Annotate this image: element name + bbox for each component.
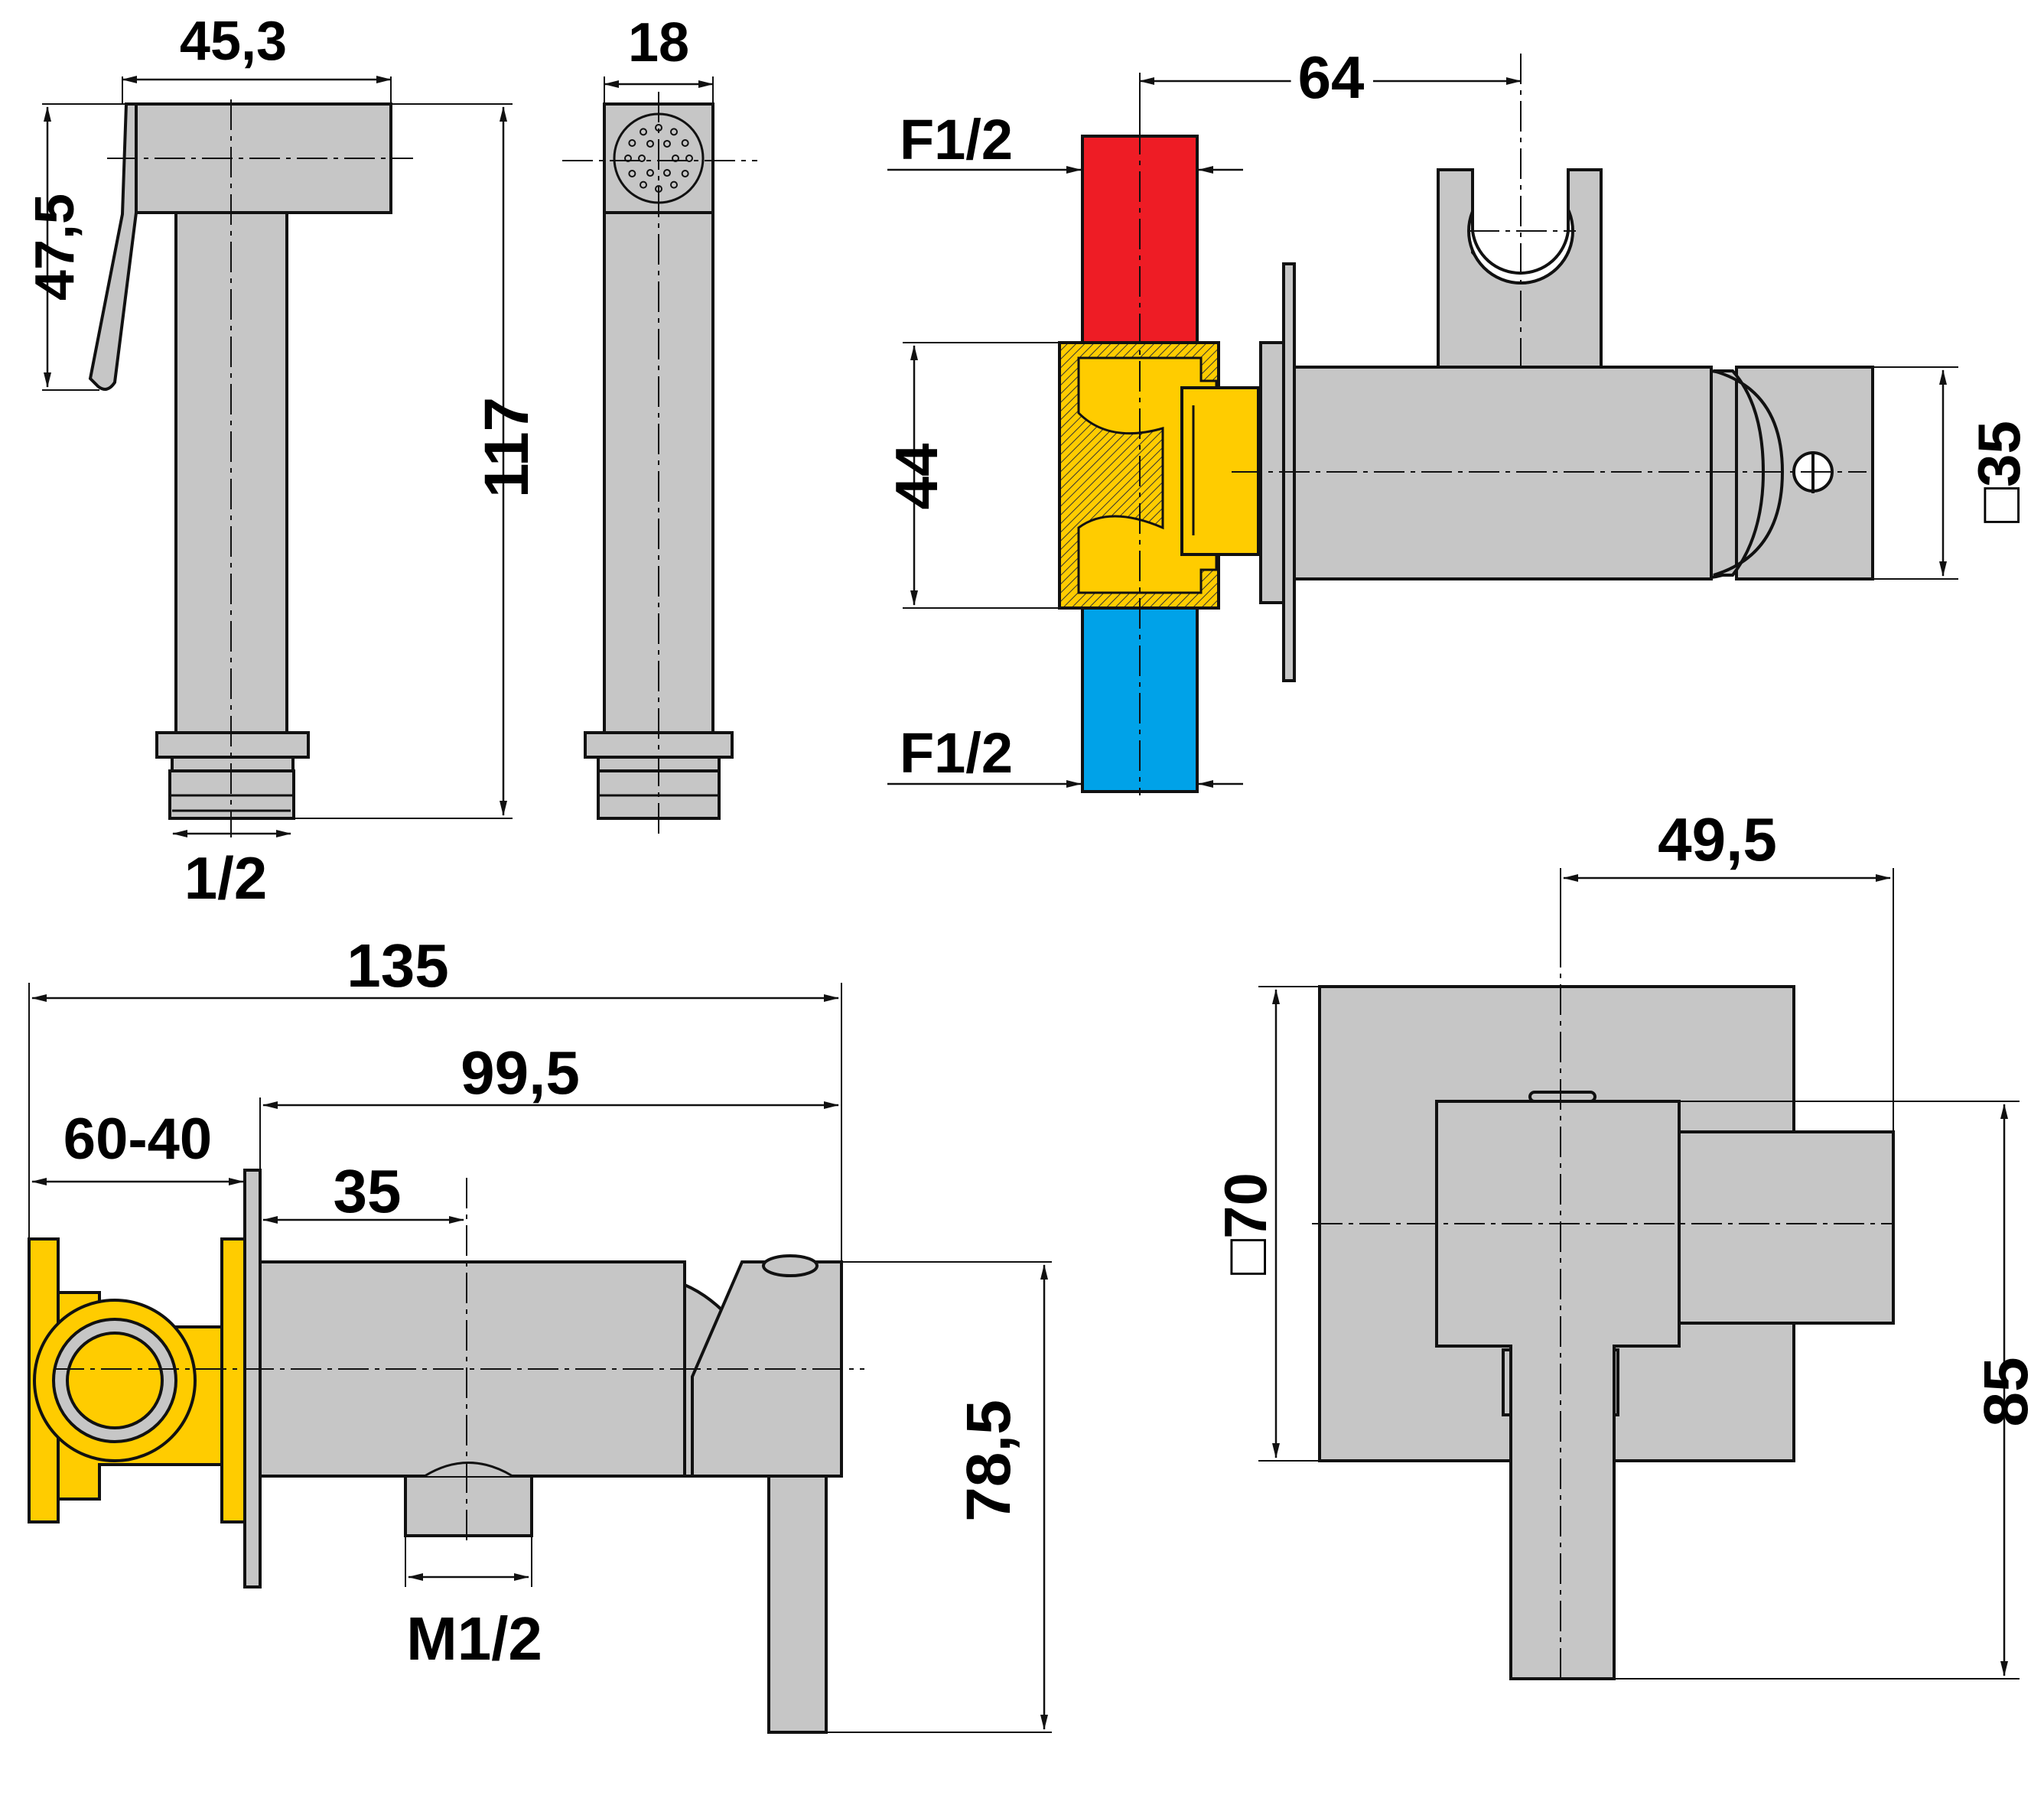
wall-range-dimension: 60-40 bbox=[63, 1107, 212, 1172]
valve-height-dimension: 44 bbox=[883, 444, 950, 510]
shower-trigger-lever bbox=[88, 102, 138, 391]
width-dimension: 45,3 bbox=[180, 11, 287, 72]
square-dimension: □35 bbox=[1965, 421, 2033, 523]
holder-offset-dimension: 64 bbox=[1298, 44, 1365, 111]
hand-shower-front-view: 45,3 47,5 117 1/2 bbox=[24, 11, 542, 912]
outlet-offset-dimension: 35 bbox=[334, 1157, 402, 1225]
wall-plate bbox=[243, 1169, 262, 1589]
valve-body bbox=[1293, 366, 1713, 580]
lever-handle bbox=[767, 1475, 828, 1734]
body-length-dimension: 99,5 bbox=[461, 1039, 580, 1107]
valve-section-view: 64 F1/2 F1/2 44 □35 bbox=[883, 34, 2033, 795]
front-width-dimension: 49,5 bbox=[1658, 805, 1777, 873]
cold-thread-dimension: F1/2 bbox=[900, 721, 1013, 785]
lever-end bbox=[1678, 1130, 1895, 1325]
total-height-dimension: 117 bbox=[472, 397, 542, 498]
hand-shower-side-view: 18 bbox=[562, 12, 757, 837]
total-length-dimension: 135 bbox=[347, 932, 448, 1000]
front-plate-view: 49,5 □70 85 bbox=[1212, 805, 2041, 1683]
lever-height-dimension: 47,5 bbox=[24, 193, 86, 301]
side-width-dimension: 18 bbox=[628, 12, 689, 73]
height-dimension: 78,5 bbox=[954, 1400, 1024, 1522]
thread-dimension: 1/2 bbox=[184, 844, 267, 912]
shower-collar bbox=[155, 731, 310, 759]
front-height-dimension: 85 bbox=[1971, 1357, 2041, 1426]
plate-dimension: □70 bbox=[1212, 1172, 1279, 1275]
outlet-thread-dimension: M1/2 bbox=[406, 1605, 542, 1673]
side-assembly-view: 135 99,5 60-40 35 M1/2 78,5 bbox=[28, 932, 1052, 1734]
shower-nut bbox=[171, 756, 295, 772]
outlet bbox=[404, 1475, 533, 1537]
hot-thread-dimension: F1/2 bbox=[900, 108, 1013, 171]
